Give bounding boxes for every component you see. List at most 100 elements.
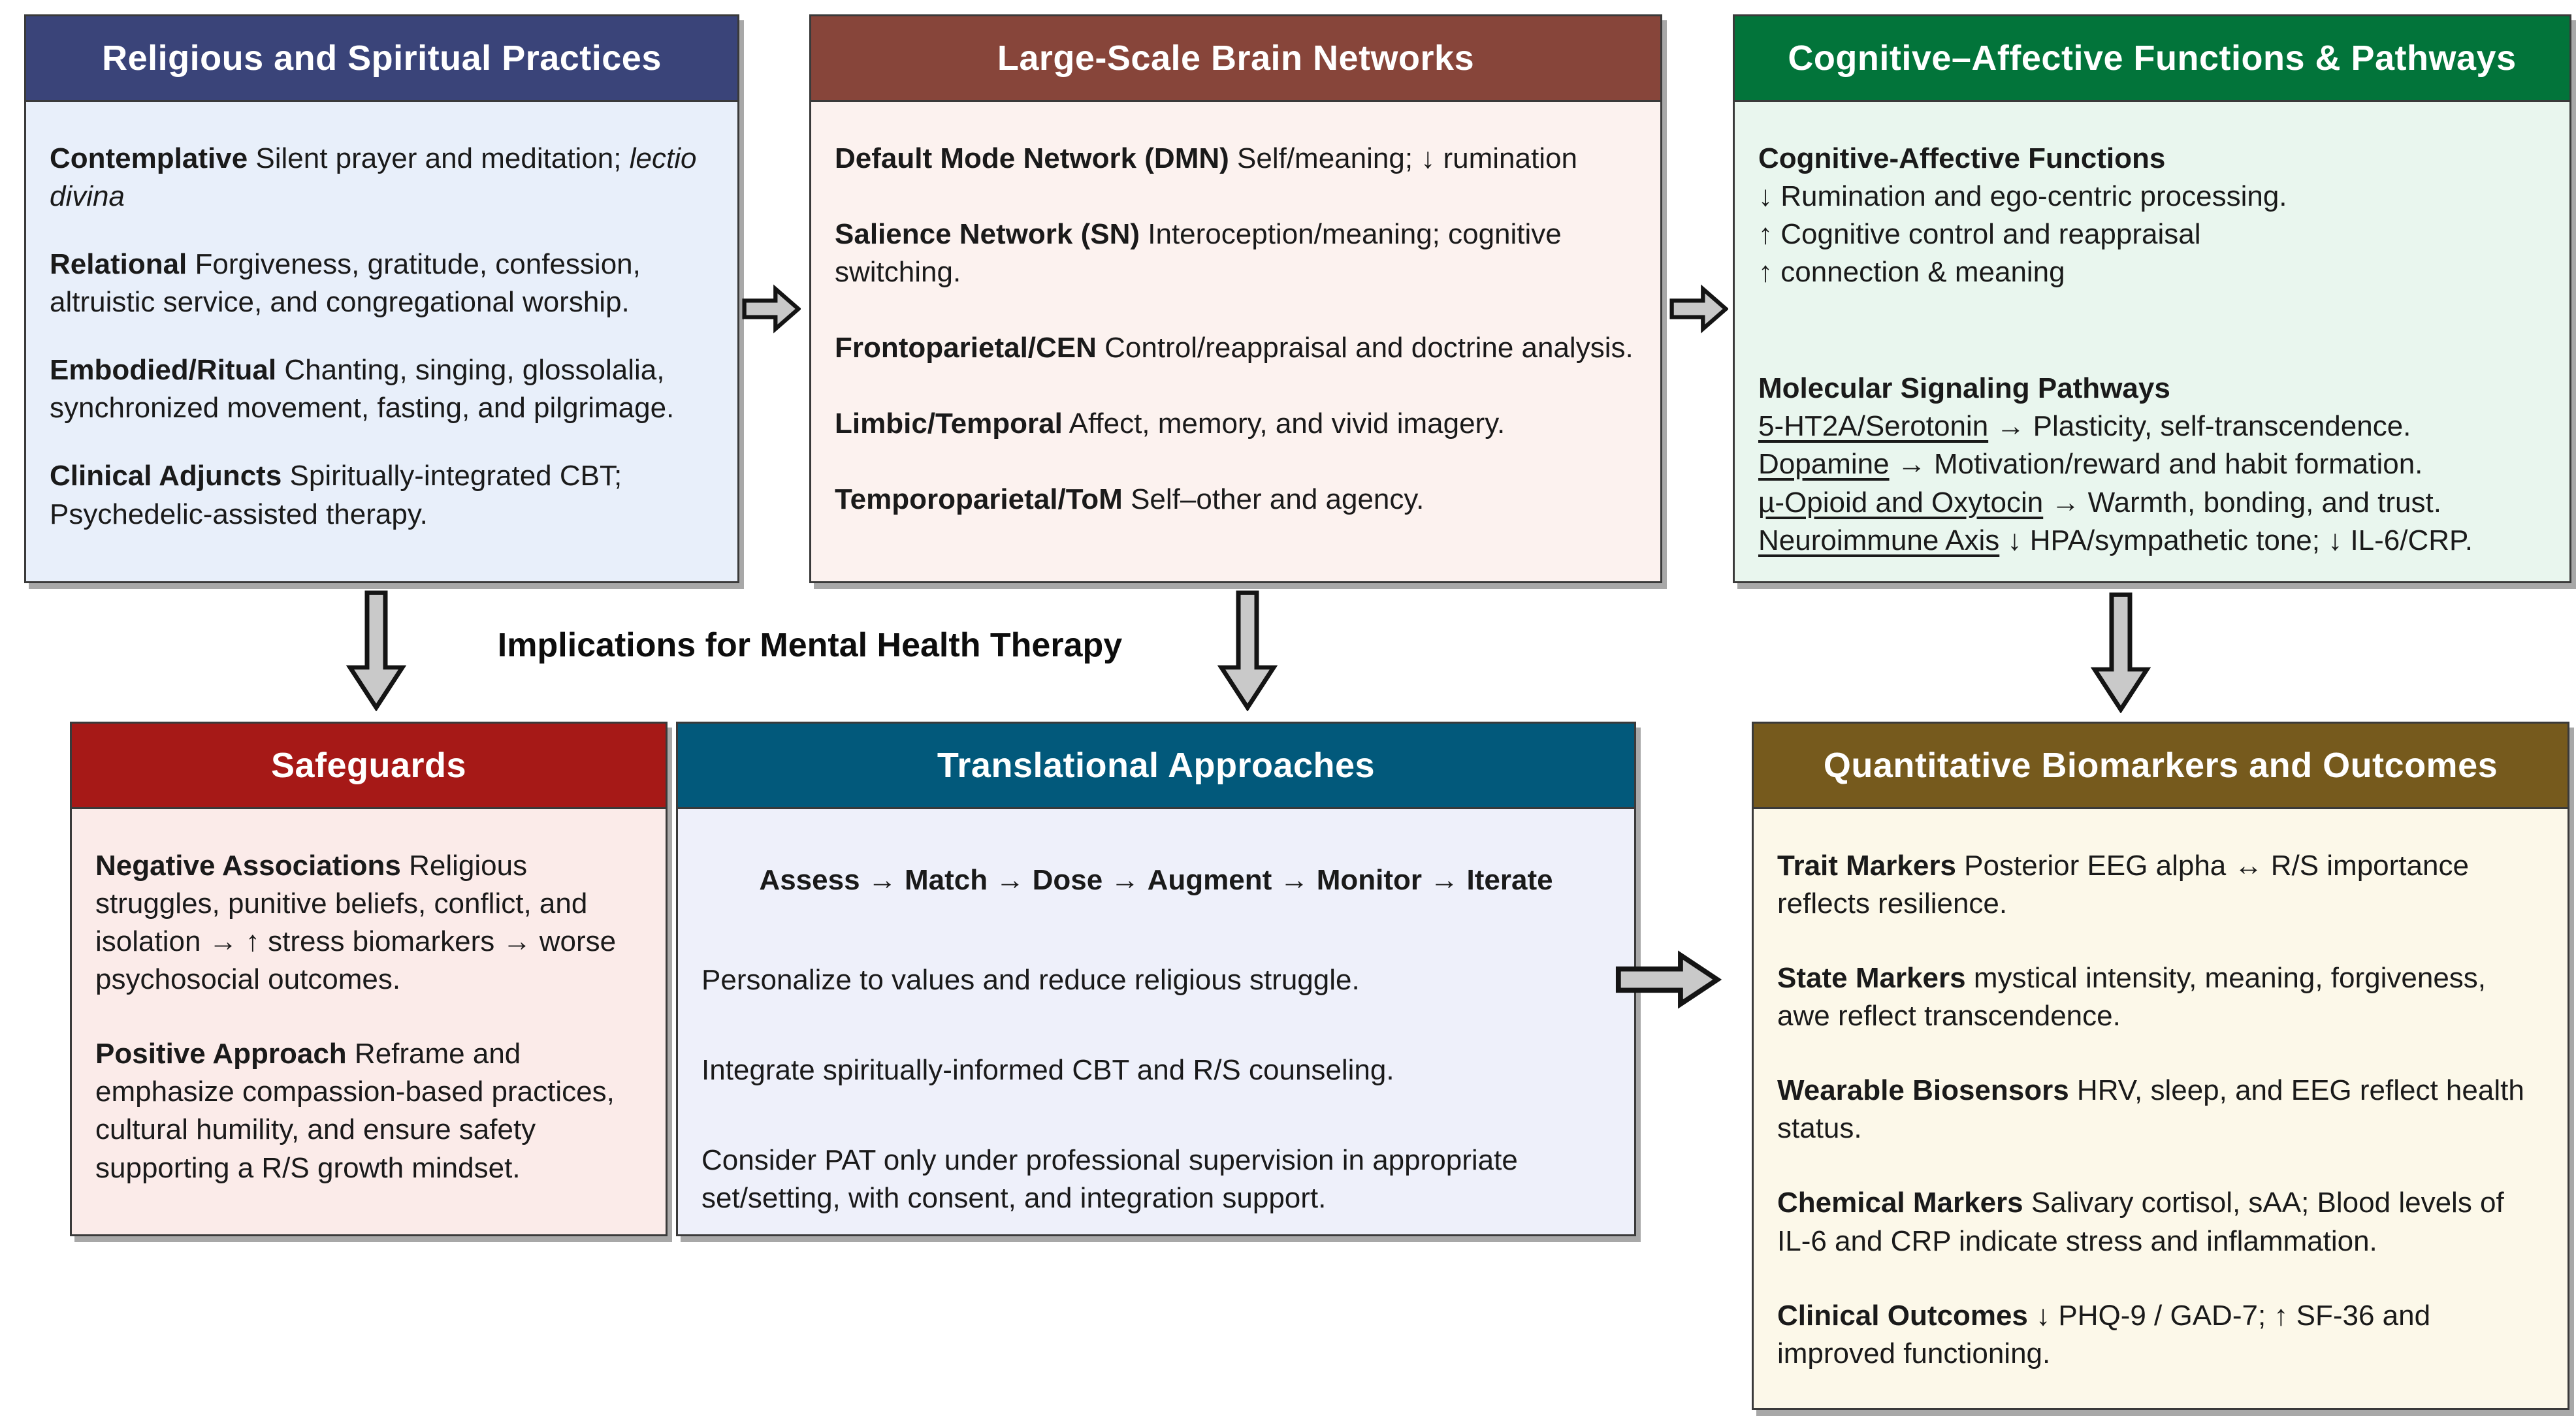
box-religious-spiritual-practices: Religious and Spiritual Practices Contem… [24,14,739,583]
text-run: HRV, sleep, and EEG reflect health statu… [1777,1074,2524,1145]
arrow-right-icon-networks-to-cogaffect [1669,280,1728,338]
text-run: Molecular Signaling Pathways [1758,372,2170,405]
text-run: Self–other and agency. [1122,483,1425,516]
paragraph: Temporoparietal/ToM Self–other and agenc… [835,481,1637,519]
text-run: ↑ connection & meaning [1758,256,2065,289]
box-header-religious-spiritual-practices: Religious and Spiritual Practices [26,16,737,102]
arrow-down-icon-practices-to-safeguards [344,590,409,711]
arrow-right-icon-practices-to-networks [742,280,801,338]
arrow-down-icon-cogaffect-to-biomarkers [2088,592,2153,713]
arrow-right-icon-translational-to-biomarkers [1615,948,1722,1011]
box-body-religious-spiritual-practices: Contemplative Silent prayer and meditati… [26,102,737,581]
text-run: Default Mode Network (DMN) [835,142,1229,174]
text-run: State Markers [1777,962,1966,995]
text-run: Personalize to values and reduce religio… [701,964,1360,997]
text-run: Iterate [1466,864,1553,896]
text-run: → Warmth, bonding, and trust. [2043,486,2441,519]
paragraph: Salience Network (SN) Interoception/mean… [835,216,1637,291]
box-safeguards: Safeguards Negative Associations Religio… [70,722,668,1236]
paragraph: Negative Associations Religious struggle… [95,847,642,999]
box-body-large-scale-brain-networks: Default Mode Network (DMN) Self/meaning;… [811,102,1660,581]
text-run: Assess [759,864,860,896]
box-title: Large-Scale Brain Networks [997,39,1475,78]
text-run: Chanting, singing, glossolalia, synchron… [50,354,675,424]
text-run: Positive Approach [95,1038,347,1070]
paragraph-spacer [1758,321,2546,341]
box-body-cognitive-affective-functions-pathways: Cognitive-Affective Functions ↓ Ruminatio… [1735,102,2569,581]
text-run: → [988,864,1033,896]
text-run: ↓ PHQ-9 / GAD-7; ↑ SF-36 and improved fu… [1777,1299,2431,1369]
text-run: Clinical Adjuncts [50,460,282,492]
paragraph: Relational Forgiveness, gratitude, confe… [50,246,714,321]
paragraph: Contemplative Silent prayer and meditati… [50,140,714,216]
box-quantitative-biomarkers-outcomes: Quantitative Biomarkers and Outcomes Tra… [1752,722,2569,1410]
text-run: → [1272,864,1317,896]
box-header-quantitative-biomarkers-outcomes: Quantitative Biomarkers and Outcomes [1754,724,2568,809]
text-run: Affect, memory, and vivid imagery. [1062,408,1505,440]
text-run: Forgiveness, gratitude, confession, altr… [50,248,641,319]
text-run: Monitor [1316,864,1423,896]
paragraph: Limbic/Temporal Affect, memory, and vivi… [835,405,1637,443]
box-body-quantitative-biomarkers-outcomes: Trait Markers Posterior EEG alpha ↔ R/S … [1754,809,2568,1408]
text-run: Spiritually-integrated CBT; Psychedelic-… [50,460,622,530]
text-run: Augment [1147,864,1272,896]
text-run: Consider PAT only under professional sup… [701,1144,1518,1215]
text-run: 5-HT2A/Serotonin [1758,410,1989,443]
paragraph: Clinical Adjuncts Spiritually-integrated… [50,457,714,533]
text-run: ↓ HPA/sympathetic tone; ↓ IL-6/CRP. [1999,524,2473,556]
text-run: Cognitive-Affective Functions [1758,142,2166,174]
text-run: Integrate spiritually-informed CBT and R… [701,1054,1394,1087]
box-title: Translational Approaches [937,746,1376,785]
text-run: Dopamine [1758,448,1890,481]
paragraph: Positive Approach Reframe and emphasize … [95,1035,642,1187]
box-large-scale-brain-networks: Large-Scale Brain Networks Default Mode … [809,14,1662,583]
text-run: Trait Markers [1777,850,1956,882]
paragraph: Assess → Match → Dose → Augment → Monito… [701,861,1611,899]
text-run: Neuroimmune Axis [1758,524,2000,556]
text-run: Chemical Markers [1777,1187,2023,1219]
text-run: → [1422,864,1467,896]
text-run: Embodied/Ritual [50,354,277,387]
text-run: Salivary cortisol, sAA; Blood levels of … [1777,1187,2504,1257]
text-run: Self/meaning; ↓ rumination [1229,142,1577,174]
box-body-translational-approaches: Assess → Match → Dose → Augment → Monito… [678,809,1634,1234]
box-cognitive-affective-functions-pathways: Cognitive–Affective Functions & Pathways… [1733,14,2571,583]
text-run: ↓ Rumination and ego-centric processing. [1758,180,2287,213]
text-run: Reframe and emphasize compassion-based p… [95,1038,615,1184]
text-run: → Plasticity, self-transcendence. [1988,410,2411,443]
paragraph: Personalize to values and reduce religio… [701,961,1611,999]
box-title: Religious and Spiritual Practices [102,39,662,78]
text-run: → [1103,864,1148,896]
arrow-down-icon-networks-to-translational [1215,590,1280,711]
text-run: Negative Associations [95,850,401,882]
text-run: Clinical Outcomes [1777,1299,2028,1332]
text-run: Control/reappraisal and doctrine analysi… [1096,332,1634,364]
text-run: Contemplative [50,142,248,174]
text-run: Posterior EEG alpha ↔ R/S importance ref… [1777,850,2469,920]
paragraph: Chemical Markers Salivary cortisol, sAA;… [1777,1184,2544,1260]
text-run: Silent prayer and meditation; [248,142,630,174]
text-run: → [860,864,905,896]
text-run: ↑ Cognitive control and reappraisal [1758,218,2201,251]
paragraph: Molecular Signaling Pathways 5-HT2A/Serot… [1758,370,2546,559]
paragraph: Default Mode Network (DMN) Self/meaning;… [835,140,1637,178]
paragraph: State Markers mystical intensity, meanin… [1777,959,2544,1035]
text-run: Salience Network (SN) [835,218,1140,251]
paragraph: Consider PAT only under professional sup… [701,1142,1611,1217]
box-title: Quantitative Biomarkers and Outcomes [1823,746,2498,785]
paragraph: Trait Markers Posterior EEG alpha ↔ R/S … [1777,847,2544,923]
box-header-translational-approaches: Translational Approaches [678,724,1634,809]
box-header-safeguards: Safeguards [72,724,666,809]
box-header-large-scale-brain-networks: Large-Scale Brain Networks [811,16,1660,102]
paragraph: Cognitive-Affective Functions ↓ Ruminatio… [1758,140,2546,291]
paragraph: Integrate spiritually-informed CBT and R… [701,1051,1611,1089]
paragraph: Wearable Biosensors HRV, sleep, and EEG … [1777,1072,2544,1147]
box-header-cognitive-affective-functions-pathways: Cognitive–Affective Functions & Pathways [1735,16,2569,102]
implications-label: Implications for Mental Health Therapy [497,626,1123,664]
text-run: Wearable Biosensors [1777,1074,2069,1107]
box-title: Cognitive–Affective Functions & Pathways [1788,39,2517,78]
text-run: Dose [1032,864,1103,896]
paragraph: Embodied/Ritual Chanting, singing, gloss… [50,351,714,427]
text-run: → Motivation/reward and habit formation. [1889,448,2423,481]
